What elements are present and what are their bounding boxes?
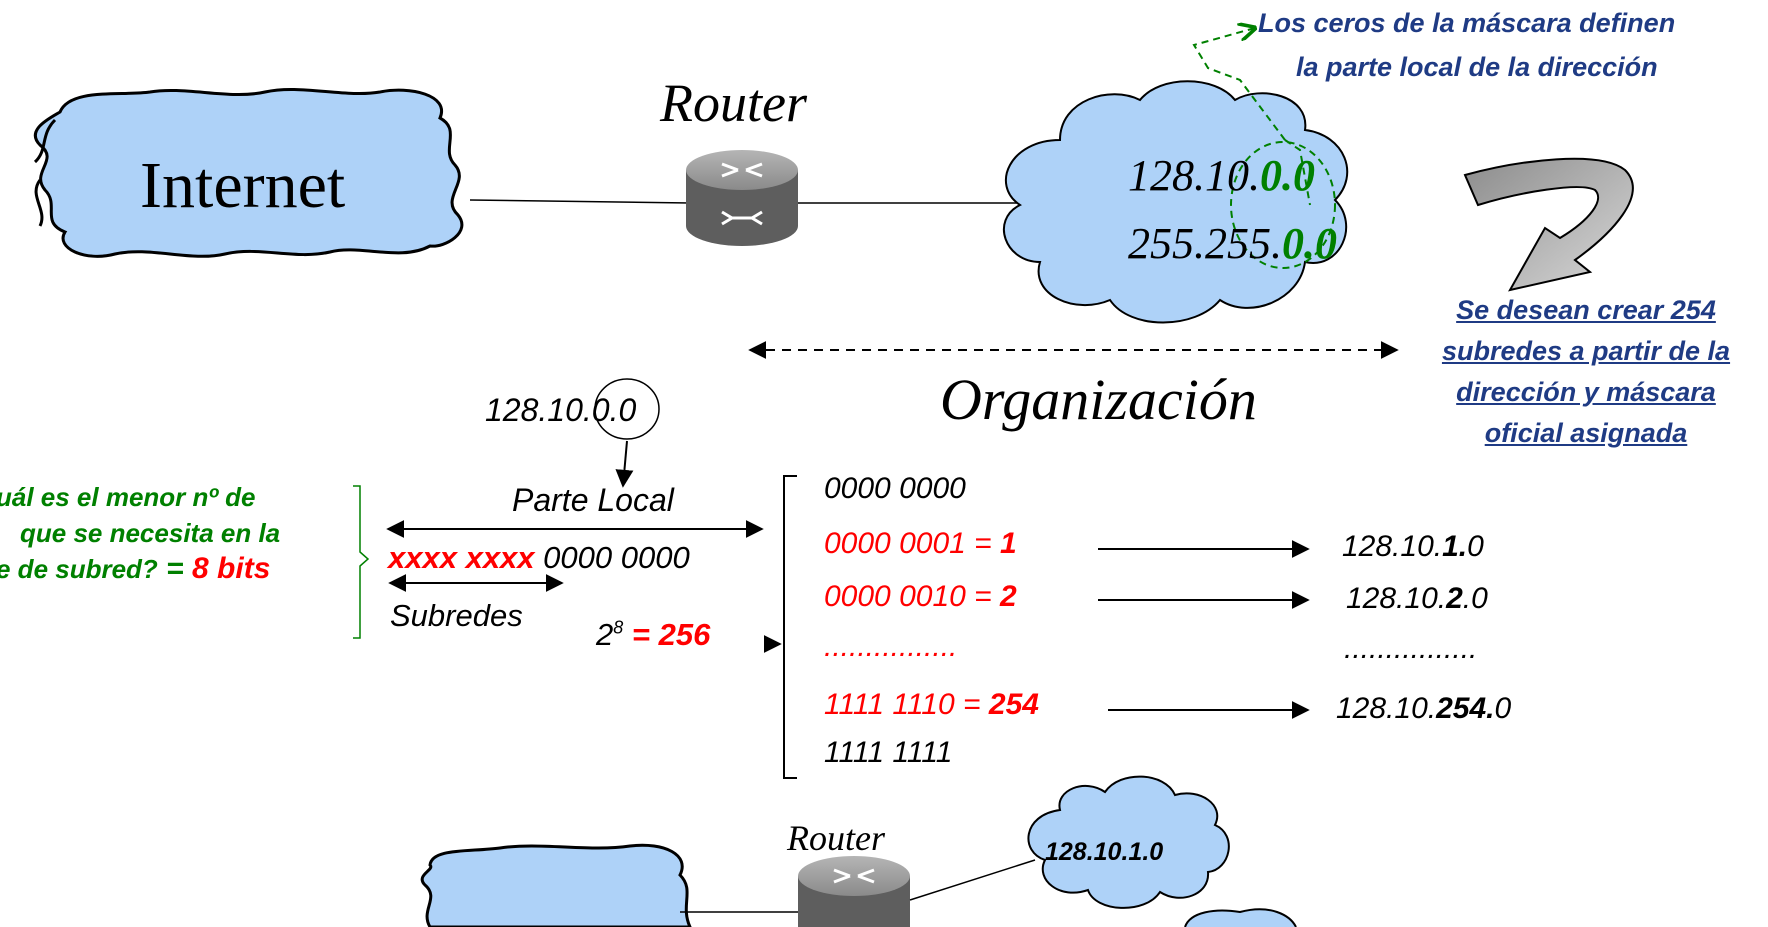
- org-address: 128.10.0.0: [1128, 150, 1315, 201]
- table-row-bits: 0000 0010 = 2: [824, 580, 1017, 613]
- parte-local-label: Parte Local: [512, 482, 674, 518]
- question-brace: [353, 485, 370, 639]
- local-bits: xxxx xxxx 0000 0000: [388, 540, 690, 576]
- subnet-cloud-label: 128.10.1.0: [1045, 838, 1164, 866]
- question-line2: que se necesita en la: [20, 518, 281, 548]
- table-bracket: [783, 475, 797, 779]
- router-label-bottom: Router: [787, 818, 885, 858]
- local-part-circle: [594, 378, 660, 440]
- goal-note-line2: subredes a partir de la: [1441, 336, 1731, 366]
- zeros-pointer: [1192, 28, 1286, 141]
- local-address-circled: 0.0: [591, 392, 637, 428]
- organization-label: Organización: [940, 367, 1257, 432]
- power-base: 2: [596, 617, 614, 652]
- org-address-prefix: 128.10.: [1128, 151, 1260, 200]
- table-row-value: 1: [1000, 527, 1017, 560]
- zeros-highlight-ellipse: [1230, 141, 1336, 269]
- org-mask-zeros: 0.0: [1282, 219, 1337, 268]
- goal-note-line1: Se desean crear 254: [1456, 295, 1716, 325]
- internet-cloud: [33, 88, 464, 258]
- curved-arrow-icon: [1463, 157, 1634, 292]
- host-bits: 0000 0000: [543, 540, 690, 575]
- bottom-internet-cloud: [420, 843, 692, 927]
- question-text: e de subred?: [0, 554, 158, 584]
- question-line3: e de subred? = 8 bits: [0, 552, 270, 586]
- goal-note-line3: dirección y máscara: [1456, 377, 1716, 407]
- table-row-bits: 0000 0000: [824, 472, 966, 505]
- subnet-address: 128.10.1.0: [1342, 530, 1484, 563]
- question-answer: 8 bits: [192, 552, 271, 585]
- subnet-bits: xxxx xxxx: [388, 540, 535, 575]
- router-label-top: Router: [660, 73, 807, 133]
- power-formula: 28 = 256: [596, 617, 711, 652]
- link-internet-router: [469, 199, 691, 204]
- subredes-label: Subredes: [390, 598, 523, 633]
- table-row-bits: 1111 1111: [824, 736, 953, 769]
- table-row-value: 254: [988, 688, 1039, 721]
- table-row-bits: 0000 0001 = 1: [824, 527, 1017, 560]
- subnet-cloud: [1027, 775, 1230, 909]
- power-result: 256: [658, 617, 711, 652]
- table-row-bits: ................: [824, 630, 958, 663]
- org-mask: 255.255.0.0: [1128, 218, 1337, 269]
- subnet-address: 128.10.2.0: [1346, 582, 1488, 615]
- local-address-prefix: 128.10.: [485, 392, 592, 428]
- zeros-note-line1: Los ceros de la máscara definen: [1258, 8, 1676, 38]
- table-row-value: 2: [1000, 580, 1017, 613]
- router-icon-bottom: [798, 856, 910, 927]
- subnet-address: 128.10.254.0: [1336, 692, 1512, 725]
- power-exponent: 8: [613, 617, 624, 638]
- question-line1: uál es el menor nº de: [0, 482, 256, 512]
- goal-note-line4: oficial asignada: [1484, 418, 1688, 448]
- local-address: 128.10.0.0: [485, 392, 636, 429]
- organization-cloud: [1002, 80, 1349, 324]
- org-address-zeros: 0.0: [1260, 151, 1315, 200]
- subnet-address: ................: [1344, 632, 1478, 665]
- table-row-bits: 1111 1110 = 254: [824, 688, 1039, 721]
- internet-label: Internet: [140, 149, 346, 222]
- zeros-note-line2: la parte local de la dirección: [1296, 52, 1658, 82]
- goal-note: Se desean crear 254 subredes a partir de…: [1410, 290, 1762, 454]
- org-mask-prefix: 255.255.: [1128, 219, 1282, 268]
- router-icon-top: [686, 150, 798, 246]
